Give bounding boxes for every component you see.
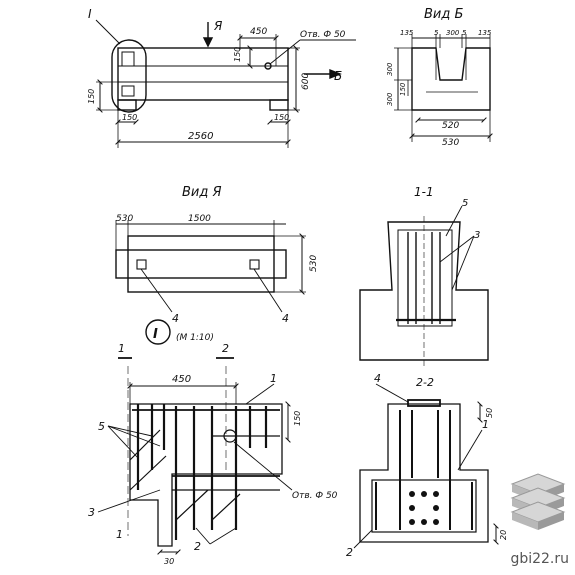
view-b-labels: Вид Б 135 5 300 5 135 300 300 150 520 53… bbox=[386, 7, 492, 148]
detail-hole bbox=[223, 429, 237, 443]
view-b-dim-outer-w: 530 bbox=[442, 138, 459, 148]
detail-callout-label: I bbox=[153, 327, 158, 342]
front-view bbox=[95, 19, 356, 148]
view-b-dim-mid-h: 150 bbox=[399, 82, 407, 96]
view-b-dim-inner-w: 520 bbox=[442, 121, 459, 131]
view-b-dim-lower-h: 300 bbox=[386, 92, 394, 106]
section-2-2-label-bar2: 2 bbox=[346, 546, 353, 559]
view-b-dim-upper-h: 300 bbox=[386, 62, 394, 76]
front-view-arrow-label: Б bbox=[334, 69, 342, 83]
detail-dim-right-h: 150 bbox=[293, 411, 302, 426]
view-a-dim-span: 1500 bbox=[188, 214, 211, 224]
section-2-2-label-bar1: 1 bbox=[482, 418, 489, 431]
front-dim-height: 600 bbox=[301, 73, 311, 90]
watermark-text: gbi22.ru bbox=[510, 551, 569, 567]
detail-label-bar2: 2 bbox=[194, 540, 201, 553]
section-1-1 bbox=[359, 205, 489, 366]
detail-cut-right: 2 bbox=[222, 342, 229, 355]
view-a-dim-height: 530 bbox=[309, 255, 319, 272]
view-a bbox=[115, 220, 306, 313]
view-a-label-right-insert: 4 bbox=[282, 312, 289, 325]
detail-dim-width: 450 bbox=[172, 374, 191, 385]
front-dim-length: 2560 bbox=[188, 131, 213, 142]
view-a-label-left-insert: 4 bbox=[172, 312, 179, 325]
section-2-2-labels: 2-2 4 1 2 50 20 bbox=[346, 372, 508, 559]
section-2-2-label-insert: 4 bbox=[374, 372, 381, 385]
logo-stacked-slabs bbox=[510, 473, 566, 530]
section-1-1-label-bar3: 3 bbox=[474, 230, 480, 241]
detail-dim-bottom-step: 30 bbox=[164, 557, 174, 566]
view-b-dim-top-left: 135 bbox=[400, 29, 414, 37]
front-dim-hole-height: 150 bbox=[233, 47, 242, 62]
section-2-2 bbox=[353, 383, 499, 549]
section-2-2-dim-top-h: 50 bbox=[485, 408, 494, 418]
view-b-dim-slot: 300 bbox=[446, 29, 460, 37]
detail-cut-left: 1 bbox=[118, 342, 125, 355]
view-a-dim-left-offset: 530 bbox=[116, 214, 133, 224]
view-a-title: Вид Я bbox=[182, 185, 222, 200]
front-view-labels: I Я Б 450 Отв. Ф 50 150 600 150 150 150 … bbox=[87, 7, 346, 142]
front-section-mark: Я bbox=[213, 19, 223, 33]
front-dim-left-height: 150 bbox=[87, 89, 96, 104]
view-a-labels: Вид Я 530 1500 530 4 4 bbox=[116, 185, 319, 325]
front-dim-left-bottom: 150 bbox=[122, 113, 137, 122]
detail-label-bar3: 3 bbox=[88, 506, 95, 519]
detail-hole-note: Отв. Ф 50 bbox=[292, 491, 338, 501]
view-b-dim-gap-left: 5 bbox=[434, 29, 439, 37]
detail-i-labels: I (М 1:10) 1 2 450 1 150 5 Отв. Ф 50 3 1… bbox=[88, 327, 338, 566]
section-2-2-title: 2-2 bbox=[416, 376, 434, 389]
section-2-2-dim-bottom-h: 20 bbox=[499, 530, 508, 540]
detail-callout-circle bbox=[145, 319, 171, 345]
detail-label-bar1: 1 bbox=[270, 372, 277, 385]
view-b-dim-top-right: 135 bbox=[478, 29, 492, 37]
detail-scale: (М 1:10) bbox=[176, 333, 214, 343]
view-b-title: Вид Б bbox=[424, 7, 463, 22]
section-1-1-label-bar5: 5 bbox=[462, 198, 468, 209]
view-b bbox=[394, 34, 493, 142]
section-1-1-labels: 1-1 5 3 bbox=[414, 185, 480, 241]
detail-label-bar5: 5 bbox=[98, 420, 105, 433]
detail-callout-outline bbox=[111, 39, 147, 113]
detail-cut-left-bottom: 1 bbox=[116, 528, 123, 541]
front-dim-right-bottom: 150 bbox=[274, 113, 289, 122]
front-detail-callout: I bbox=[88, 7, 92, 21]
detail-i bbox=[97, 319, 293, 555]
view-b-dim-gap-right: 5 bbox=[462, 29, 467, 37]
section-1-1-title: 1-1 bbox=[414, 185, 434, 199]
front-dim-hole-offset: 450 bbox=[250, 27, 267, 37]
hole-mark bbox=[264, 62, 272, 70]
front-hole-note: Отв. Ф 50 bbox=[300, 30, 346, 40]
